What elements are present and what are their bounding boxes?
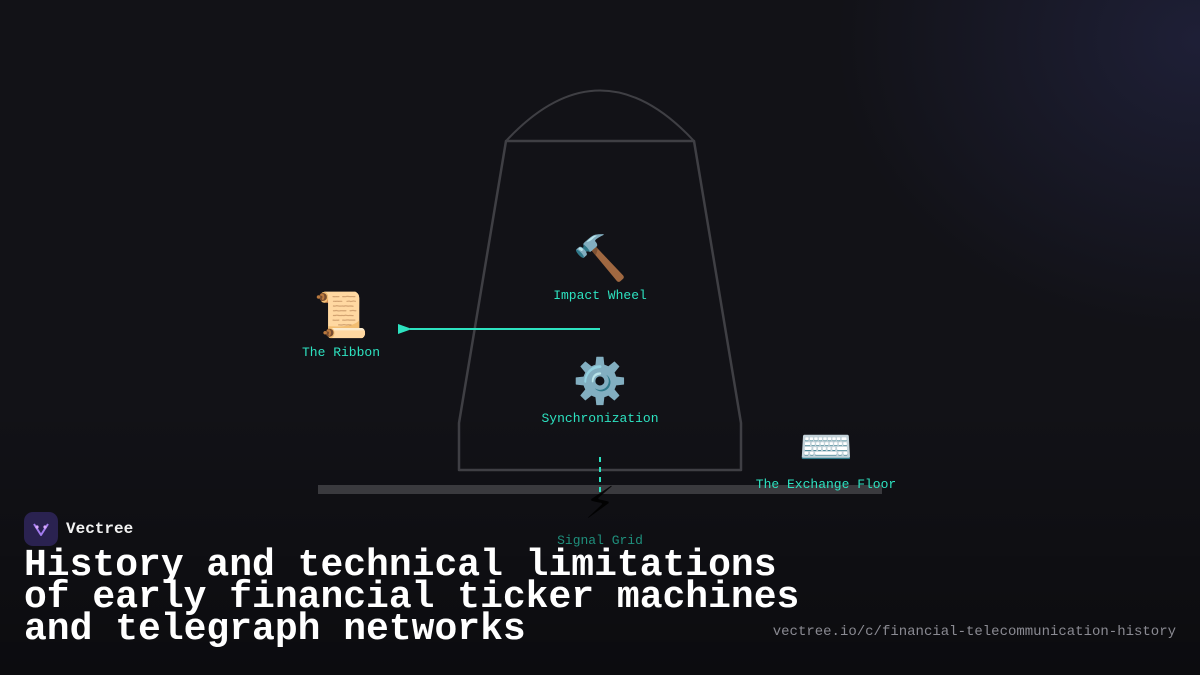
node-exchange-floor: ⌨️ The Exchange Floor xyxy=(755,422,897,493)
node-label: Signal Grid xyxy=(557,533,643,548)
node-label: Synchronization xyxy=(541,411,659,426)
lightning-icon: ⚡ xyxy=(584,478,616,529)
title-line: and telegraph networks xyxy=(24,608,526,651)
node-impact-wheel: 🔨 Impact Wheel xyxy=(553,233,647,304)
node-synchronization: ⚙️ Synchronization xyxy=(541,356,659,427)
source-url: vectree.io/c/financial-telecommunication… xyxy=(772,624,1176,640)
node-label: Impact Wheel xyxy=(553,288,647,303)
page-title: History and technical limitations of ear… xyxy=(24,544,800,651)
node-label: The Exchange Floor xyxy=(755,477,897,492)
title-line: History and technical limitations xyxy=(24,544,777,587)
brand-name: Vectree xyxy=(66,520,134,538)
title-line: of early financial ticker machines xyxy=(24,576,800,619)
machine-housing-outline xyxy=(457,139,743,472)
node-label: The Ribbon xyxy=(301,345,381,360)
hammer-icon: 🔨 xyxy=(572,233,628,284)
brand: Vectree xyxy=(24,512,133,546)
node-signal-grid: ⚡ Signal Grid xyxy=(557,478,643,549)
gear-icon: ⚙️ xyxy=(572,356,628,407)
keyboard-icon: ⌨️ xyxy=(798,422,854,473)
machine-dome xyxy=(505,89,695,142)
node-ribbon: 📜 The Ribbon xyxy=(301,290,381,361)
scroll-icon: 📜 xyxy=(313,290,369,341)
vectree-logo-icon xyxy=(24,512,58,546)
